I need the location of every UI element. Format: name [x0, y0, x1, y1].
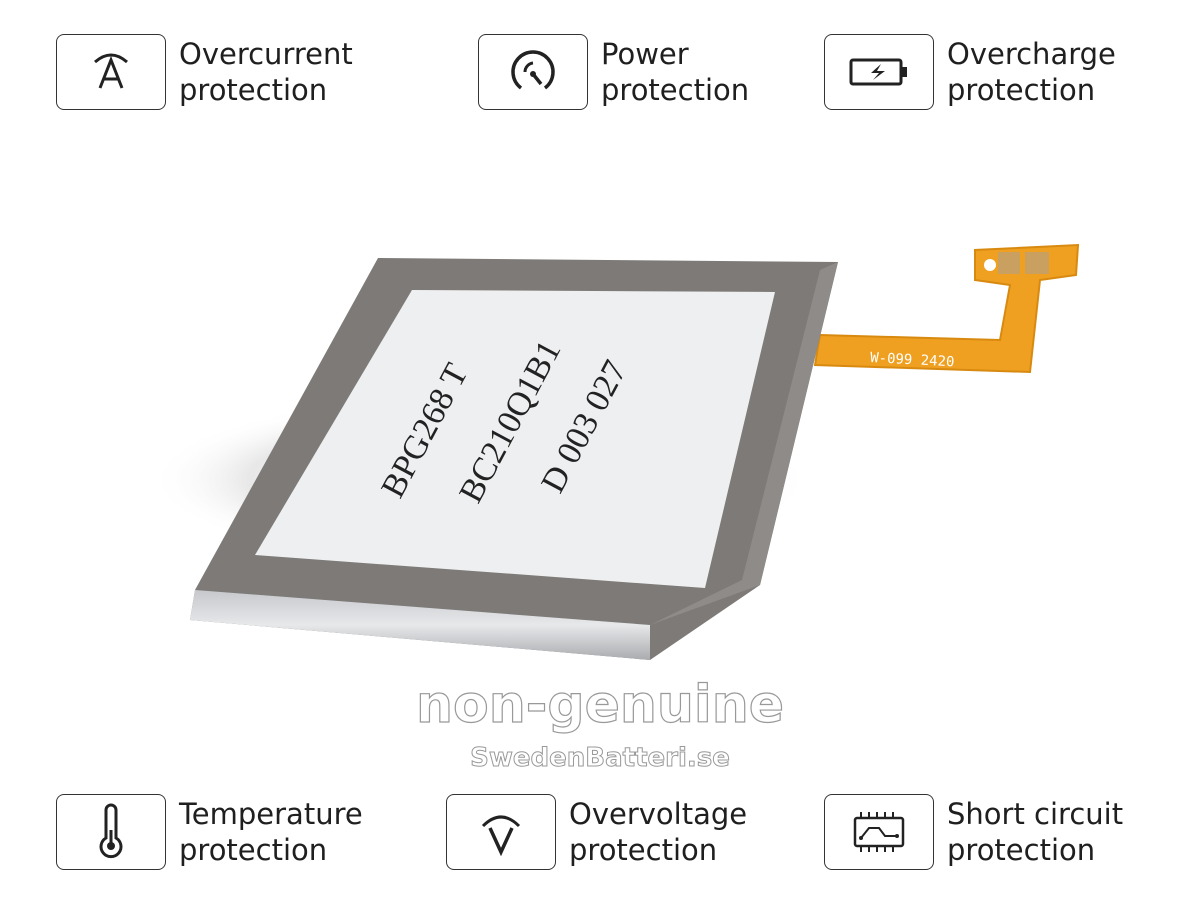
feature-subtitle: protection	[947, 833, 1096, 867]
flex-print: W-099 2420	[870, 350, 955, 370]
feature-subtitle: protection	[601, 73, 750, 107]
watermark-site: SwedenBatteri.se	[470, 743, 730, 773]
gauge-icon	[478, 34, 588, 110]
feature-title: Overcharge	[947, 37, 1116, 71]
feature-title: Overcurrent	[179, 37, 353, 71]
battery-label	[255, 290, 775, 588]
circuit-icon	[824, 794, 934, 870]
watermark-text: non-genuine	[416, 675, 784, 735]
ampere-icon	[56, 34, 166, 110]
voltage-icon	[446, 794, 556, 870]
feature-subtitle: protection	[179, 73, 328, 107]
battery-charging-icon	[824, 34, 934, 110]
feature-title: Overvoltage	[569, 797, 748, 831]
feature-subtitle: protection	[569, 833, 718, 867]
feature-subtitle: protection	[947, 73, 1096, 107]
flex-cable	[813, 243, 1080, 374]
feature-title: Power	[601, 37, 689, 71]
feature-subtitle: protection	[179, 833, 328, 867]
feature-title: Short circuit	[947, 797, 1124, 831]
thermometer-icon	[56, 794, 166, 870]
feature-title: Temperature	[179, 797, 363, 831]
